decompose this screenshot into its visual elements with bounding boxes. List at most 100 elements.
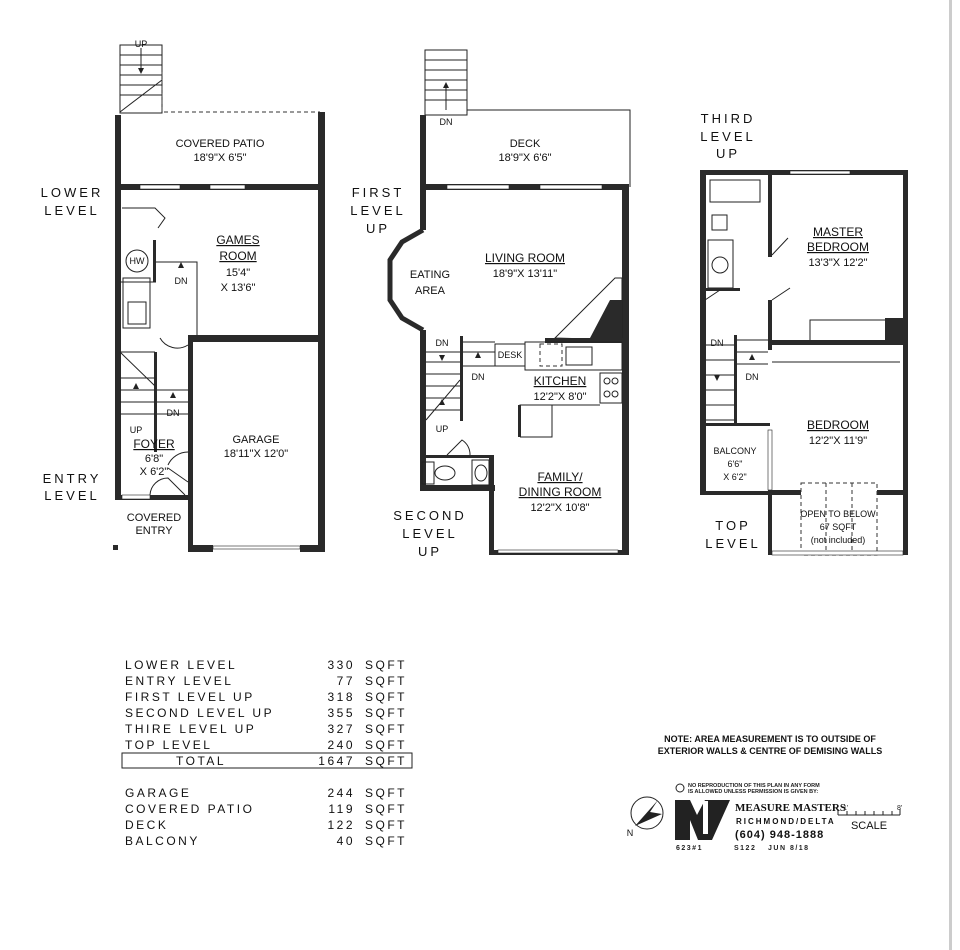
svg-text:COVERED PATIO: COVERED PATIO (125, 802, 254, 816)
room-name: FAMILY/ (537, 470, 583, 484)
svg-text:327: 327 (327, 722, 355, 736)
level-label: LEVEL (44, 203, 99, 218)
room-name: FOYER (133, 437, 175, 451)
level-label: UP (366, 221, 390, 236)
room-name: LIVING ROOM (485, 251, 565, 265)
svg-text:SQFT: SQFT (365, 674, 407, 688)
room-name: COVERED PATIO (176, 138, 265, 150)
plan-ref: S122 (734, 845, 756, 852)
stair-arrows (133, 68, 755, 405)
level-label: LEVEL (350, 203, 405, 218)
room-dim: 12'2"X 8'0" (534, 391, 587, 403)
note-line: NOTE: AREA MEASUREMENT IS TO OUTSIDE OF (664, 734, 876, 744)
svg-text:77: 77 (337, 674, 355, 688)
room-name: BEDROOM (807, 418, 869, 432)
room-name: MASTER (813, 225, 863, 239)
svg-text:LOWER LEVEL: LOWER LEVEL (125, 658, 237, 672)
lower-entry-plan (113, 44, 325, 552)
svg-text:SQFT: SQFT (365, 722, 407, 736)
room-name: KITCHEN (534, 374, 587, 388)
svg-text:318: 318 (327, 690, 355, 704)
bathtub (709, 179, 761, 203)
room-dim: X 13'6" (221, 282, 256, 294)
copyright-icon (675, 783, 685, 793)
level-label: LOWER (41, 185, 104, 200)
svg-text:SQFT: SQFT (365, 754, 407, 768)
room-name: GAMES (216, 233, 259, 247)
level-label: LEVEL (700, 129, 755, 144)
room-dim: 18'9"X 13'11" (493, 268, 558, 280)
svg-text:122: 122 (327, 818, 355, 832)
hw-label: HW (130, 256, 145, 266)
plan-code: 623#1 (676, 845, 703, 852)
room-dim: 6'8" (145, 453, 163, 465)
svg-text:UP: UP (130, 425, 143, 435)
svg-text:SQFT: SQFT (365, 658, 407, 672)
svg-text:UP: UP (436, 424, 449, 434)
level-label: SECOND (393, 508, 467, 523)
svg-text:UP: UP (135, 39, 148, 49)
svg-text:FIRST LEVEL UP: FIRST LEVEL UP (125, 690, 255, 704)
svg-text:SECOND LEVEL UP: SECOND LEVEL UP (125, 706, 274, 720)
room-name: GARAGE (232, 434, 279, 446)
room-dim: 13'3"X 12'2" (808, 257, 867, 269)
room-name: EATING (410, 269, 450, 281)
room-dim: 12'2"X 11'9" (809, 435, 867, 447)
level-label: LEVEL (705, 536, 760, 551)
svg-text:244: 244 (327, 786, 355, 800)
svg-text:DN: DN (167, 408, 180, 418)
svg-text:SQFT: SQFT (365, 802, 407, 816)
scale-bar: 1' 8' SCALE (837, 805, 902, 832)
note-line: EXTERIOR WALLS & CENTRE OF DEMISING WALL… (658, 746, 883, 756)
svg-text:SQFT: SQFT (365, 690, 407, 704)
total-value: 1647 (318, 754, 355, 768)
stair-labels: UP DN DN UP DN DN DN UP DN DN (130, 39, 759, 435)
level-label: TOP (715, 518, 751, 533)
level-label: THIRD (701, 111, 756, 126)
room-dim: 6'6" (728, 459, 743, 469)
open-below-note: (not included) (811, 535, 866, 545)
hot-water-tank (125, 249, 149, 273)
svg-text:DN: DN (440, 117, 453, 127)
room-name: DECK (510, 138, 541, 150)
room-name: ENTRY (135, 525, 173, 537)
svg-text:330: 330 (327, 658, 355, 672)
svg-text:DN: DN (472, 372, 485, 382)
svg-text:DN: DN (436, 338, 449, 348)
company-location: RICHMOND/DELTA (736, 817, 836, 826)
svg-text:SQFT: SQFT (365, 706, 407, 720)
room-name: BEDROOM (807, 240, 869, 254)
level-label: UP (716, 146, 740, 161)
desk-label: DESK (498, 350, 523, 360)
room-name: COVERED (127, 512, 181, 524)
company-phone: (604) 948-1888 (735, 829, 824, 841)
svg-text:TOP LEVEL: TOP LEVEL (125, 738, 212, 752)
room-dim: 18'11"X 12'0" (224, 448, 289, 460)
svg-text:N: N (627, 828, 634, 838)
svg-text:1': 1' (843, 805, 848, 812)
open-below-area: 67 SQFT (820, 522, 857, 532)
kitchen-sink (565, 346, 593, 366)
page-edge (949, 0, 952, 950)
room-dim: X 6'2" (140, 466, 169, 478)
room-name: AREA (415, 285, 446, 297)
room-dim: 15'4" (226, 267, 250, 279)
svg-text:355: 355 (327, 706, 355, 720)
room-dim: 18'9"X 6'6" (499, 152, 552, 164)
room-dim: X 6'2" (723, 472, 746, 482)
total-label: TOTAL (176, 754, 226, 768)
svg-text:BALCONY: BALCONY (125, 834, 200, 848)
copyright-text: NO REPRODUCTION OF THIS PLAN IN ANY FORM (688, 783, 820, 789)
svg-text:240: 240 (327, 738, 355, 752)
room-dim: 18'9"X 6'5" (194, 152, 247, 164)
open-below-label: OPEN TO BELOW (800, 509, 876, 519)
level-label: UP (418, 544, 442, 559)
copyright-text: IS ALLOWED UNLESS PERMISSION IS GIVEN BY… (688, 789, 818, 795)
room-name: ROOM (219, 249, 256, 263)
svg-text:SQFT: SQFT (365, 786, 407, 800)
svg-text:DECK: DECK (125, 818, 168, 832)
room-name: DINING ROOM (519, 485, 602, 499)
svg-text:DN: DN (746, 372, 759, 382)
